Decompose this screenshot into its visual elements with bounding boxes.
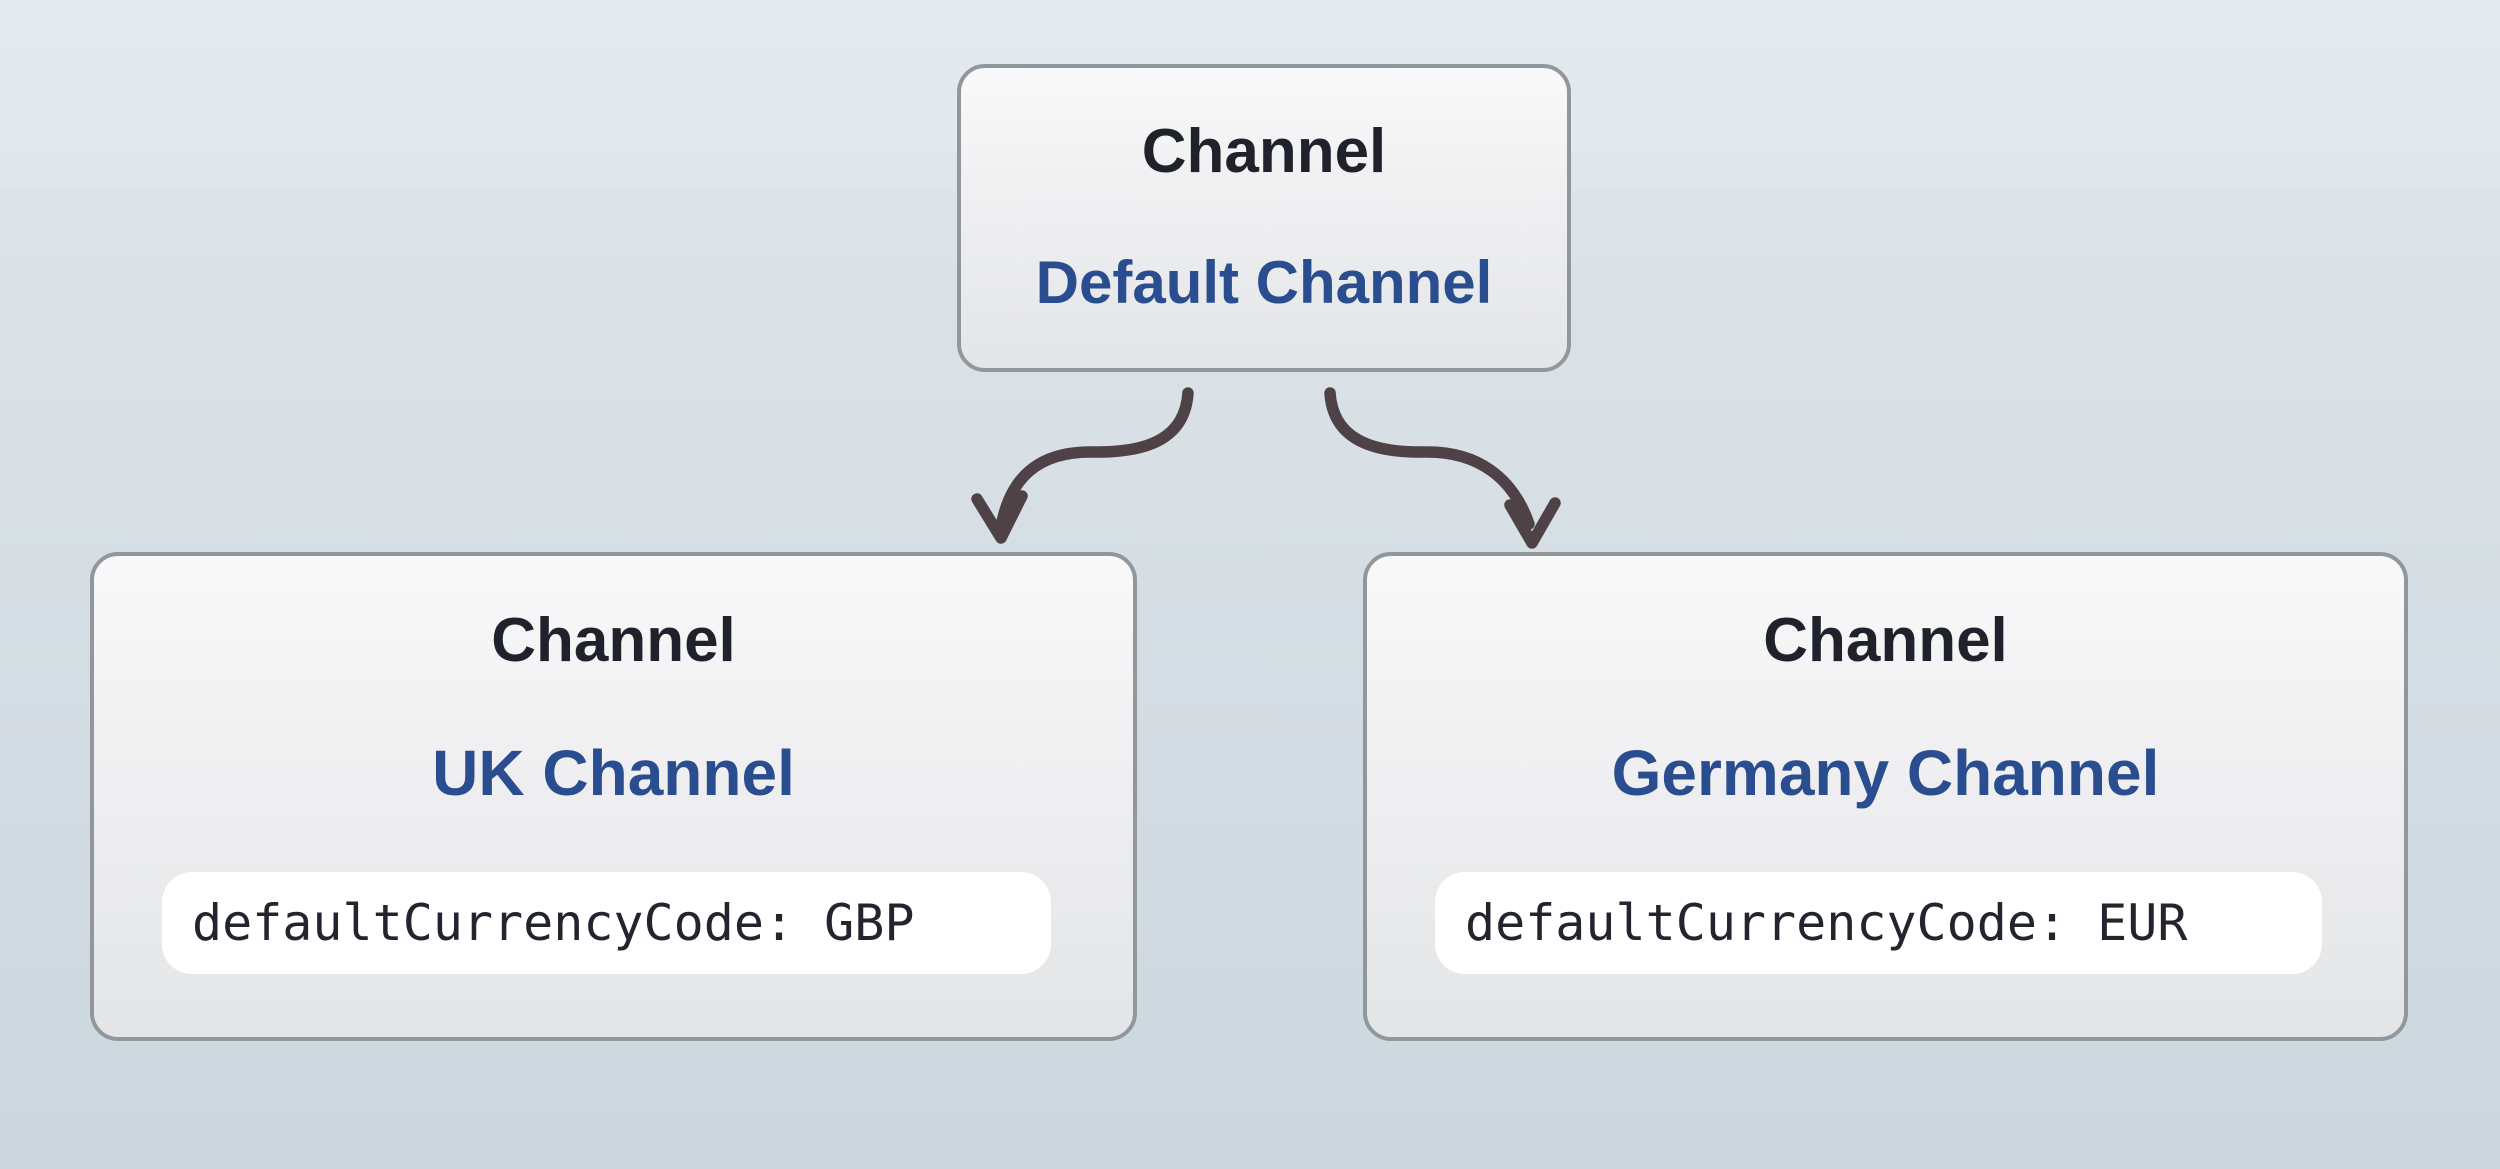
attribute-pill: defaultCurrencyCode: EUR [1435,872,2322,974]
arrow-root-to-uk-channel [971,387,1194,544]
arrow-curve [1324,387,1535,530]
attribute-pill: defaultCurrencyCode: GBP [162,872,1051,974]
arrowhead-icon [971,490,1028,544]
node-germany-channel: Channel Germany Channel defaultCurrencyC… [1363,552,2408,1041]
node-name-label: UK Channel [432,737,795,809]
node-default-channel: Channel Default Channel [957,64,1571,372]
node-name-label: Germany Channel [1611,737,2160,809]
arrowhead-icon [1504,497,1561,549]
node-type-label: Channel [1763,606,2008,675]
node-uk-channel: Channel UK Channel defaultCurrencyCode: … [90,552,1137,1041]
attribute-code-text: defaultCurrencyCode: GBP [192,894,915,952]
node-type-label: Channel [1141,117,1387,186]
node-type-label: Channel [491,606,736,675]
attribute-code-text: defaultCurrencyCode: EUR [1465,894,2188,952]
arrow-root-to-germany-channel [1324,387,1561,549]
node-name-label: Default Channel [1035,249,1493,316]
arrow-curve [996,387,1194,528]
